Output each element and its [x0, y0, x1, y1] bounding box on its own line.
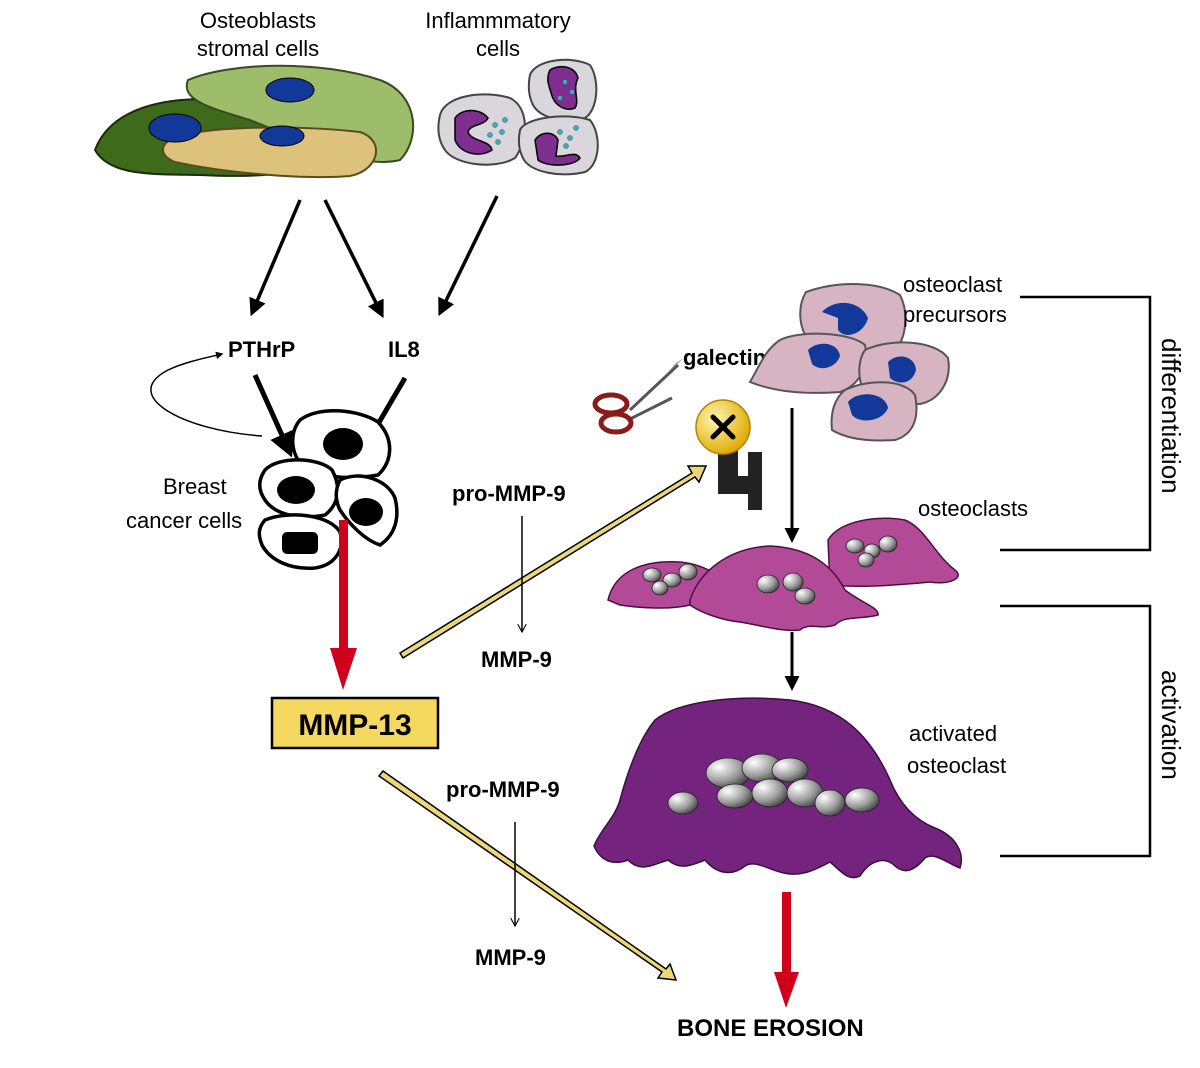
inhibition-x-icon	[695, 399, 751, 455]
il8-label: IL8	[388, 337, 420, 362]
differentiation-bracket	[1000, 295, 1152, 552]
osteoclasts-label: osteoclasts	[918, 496, 1028, 521]
scissors-icon	[592, 358, 684, 435]
mmp13-box	[270, 696, 440, 750]
pro-mmp9-bottom-label: pro-MMP-9	[446, 777, 560, 802]
bone-erosion-label: BONE EROSION	[677, 1015, 864, 1042]
precursors-label-line1: osteoclast	[903, 272, 1002, 297]
breast-label-line1: Breast	[163, 474, 227, 499]
precursor-nuclei	[808, 302, 916, 421]
precursors-label-line2: precursors	[903, 302, 1007, 327]
osteoclast-vacuoles	[642, 535, 898, 605]
pthrp-to-cancer-arrow	[252, 373, 294, 458]
activated-osteoclast-vacuoles	[667, 753, 880, 817]
activated-label-line1: activated	[909, 721, 997, 746]
mmp9-top-label: MMP-9	[481, 647, 552, 672]
osteoblast-cells	[93, 64, 414, 179]
activation-label: activation	[1156, 670, 1186, 780]
inflammatory-cells	[437, 58, 599, 176]
activated-label-line2: osteoclast	[907, 753, 1006, 778]
differentiation-label: differentiation	[1156, 338, 1186, 494]
cleavage-arrow-to-bone-erosion	[377, 769, 678, 981]
osteoblasts-label-line1: Osteoblasts	[200, 8, 316, 33]
osteoblasts-label-line2: stromal cells	[197, 36, 319, 61]
breast-label-line2: cancer cells	[126, 508, 242, 533]
signal-arrows	[249, 195, 499, 319]
osteoclast-cells	[607, 517, 959, 632]
mmp13-label: MMP-13	[298, 709, 411, 742]
feedback-arrow	[150, 351, 263, 437]
pro-mmp9-top-label: pro-MMP-9	[452, 481, 566, 506]
activation-bracket	[1000, 604, 1152, 858]
pthrp-label: PTHrP	[228, 337, 295, 362]
red-arrow-to-mmp13	[330, 520, 357, 690]
mmp9-bottom-label: MMP-9	[475, 945, 546, 970]
red-arrow-to-bone-erosion	[774, 892, 799, 1008]
inflammatory-label-line2: cells	[476, 36, 520, 61]
inflammatory-label-line1: Inflammmatory	[425, 8, 570, 33]
cleavage-arrow-to-galectin	[398, 465, 708, 660]
